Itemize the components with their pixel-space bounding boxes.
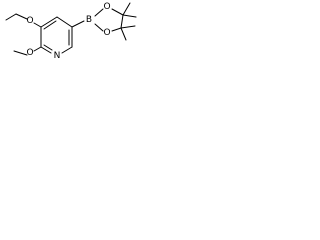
bond-c5-b	[71, 20, 85, 28]
bond-o-c3	[33, 22, 42, 28]
bond-c3-c4-inner	[43, 20, 57, 30]
atom-label-o-methoxy: O	[26, 48, 33, 58]
bond-o-upper-c	[111, 8, 124, 16]
bond-n-c2-inner	[43, 44, 53, 51]
bond-o-methyl	[13, 50, 28, 56]
bond-ethyl-ch3-ch2	[5, 13, 17, 21]
bond-methyl-1	[122, 2, 131, 16]
bond-c4-c5	[56, 16, 73, 28]
structure-diagram: O O N B O O	[5, 2, 137, 61]
atom-label-o-ring-upper: O	[103, 2, 110, 12]
bond-ethyl-ch2-o	[15, 13, 28, 20]
bond-c3-c4	[40, 16, 58, 28]
bond-methyl-2	[122, 14, 137, 18]
atom-label-n: N	[54, 51, 61, 61]
bond-c2-o	[33, 46, 42, 52]
bond-b-o-upper	[94, 8, 104, 17]
bond-c6-n	[61, 46, 73, 54]
bond-methyl-3	[120, 25, 136, 29]
atom-label-o-ethoxy: O	[26, 16, 33, 26]
bond-methyl-4	[120, 27, 127, 41]
bond-n-c2	[40, 46, 52, 54]
atom-label-b: B	[86, 15, 92, 25]
bond-lines	[5, 2, 137, 56]
bond-o-lower-c	[111, 27, 122, 32]
bond-b-o-lower	[94, 23, 104, 32]
atom-label-o-ring-lower: O	[103, 28, 110, 38]
bond-c-c-ring	[120, 14, 124, 29]
